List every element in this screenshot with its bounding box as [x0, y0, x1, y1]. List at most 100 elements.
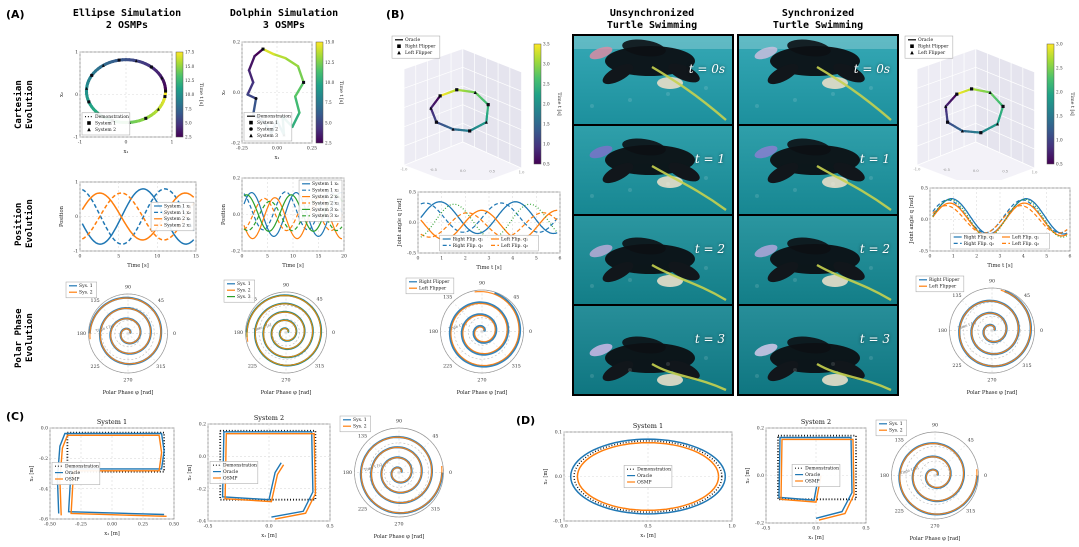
panel-a-col1-title: Ellipse Simulation 2 OSMPs	[72, 8, 182, 31]
svg-text:-0.5: -0.5	[762, 526, 771, 532]
svg-text:1: 1	[440, 256, 443, 262]
svg-text:Left Flipper: Left Flipper	[405, 50, 433, 56]
svg-text:x₂ [m]: x₂ [m]	[745, 468, 751, 484]
svg-text:Polar Phase φ [rad]: Polar Phase φ [rad]	[910, 536, 961, 542]
svg-text:0.5: 0.5	[543, 162, 550, 167]
svg-text:270: 270	[477, 378, 486, 384]
svg-text:Time [s]: Time [s]	[282, 263, 303, 269]
svg-text:6: 6	[559, 256, 562, 262]
svg-text:Right Flip. q₁: Right Flip. q₁	[453, 236, 483, 242]
svg-text:0.25: 0.25	[138, 522, 148, 528]
svg-text:45: 45	[158, 298, 164, 304]
svg-text:System 1 x₂: System 1 x₂	[164, 210, 191, 216]
svg-text:0: 0	[1040, 328, 1043, 334]
frame-time-label: t = 1	[694, 152, 725, 167]
unsynchronized-title: Unsynchronized Turtle Swimming	[606, 8, 698, 31]
svg-text:OSMP: OSMP	[223, 475, 237, 481]
svg-text:7.5: 7.5	[325, 100, 332, 105]
svg-text:315: 315	[512, 363, 521, 369]
svg-text:x₂ [m]: x₂ [m]	[187, 465, 193, 481]
panel-a-col2-title: Dolphin Simulation 3 OSMPs	[229, 8, 339, 31]
svg-text:Oracle: Oracle	[637, 473, 652, 479]
svg-text:0.50: 0.50	[169, 522, 179, 528]
svg-text:0: 0	[332, 330, 335, 336]
svg-text:Demonstration: Demonstration	[805, 466, 839, 472]
svg-text:Time t [s]: Time t [s]	[338, 81, 344, 104]
svg-text:x₁: x₁	[123, 149, 128, 155]
svg-text:Oracle: Oracle	[65, 470, 80, 476]
svg-text:System 2: System 2	[801, 418, 831, 426]
svg-text:-1: -1	[74, 249, 79, 255]
svg-text:0.0: 0.0	[460, 169, 466, 173]
svg-text:0.0: 0.0	[757, 473, 764, 479]
svg-text:2.0: 2.0	[1056, 90, 1063, 95]
svg-text:90: 90	[125, 285, 131, 291]
svg-text:3.0: 3.0	[543, 62, 550, 67]
svg-text:Position: Position	[59, 205, 65, 227]
row-label-cartesian-evolution: Cartesian Evolution	[14, 80, 35, 130]
svg-text:-0.5: -0.5	[919, 249, 928, 255]
svg-text:135: 135	[952, 293, 961, 299]
svg-text:12.5: 12.5	[185, 78, 195, 83]
svg-text:1.0: 1.0	[543, 142, 550, 147]
svg-text:Time t [s]: Time t [s]	[476, 265, 501, 271]
svg-text:0: 0	[75, 214, 78, 220]
svg-text:1.0: 1.0	[728, 524, 735, 530]
svg-text:135: 135	[358, 434, 367, 440]
svg-text:-0.2: -0.2	[231, 141, 240, 147]
svg-text:-0.4: -0.4	[39, 486, 48, 492]
frame-time-label: t = 0s	[688, 62, 725, 77]
svg-text:Polar Phase φ [rad]: Polar Phase φ [rad]	[103, 390, 154, 396]
svg-text:Position: Position	[221, 203, 227, 225]
svg-text:System 2 x₂: System 2 x₂	[164, 223, 191, 229]
svg-text:270: 270	[394, 522, 403, 528]
svg-text:System 1 x₁: System 1 x₁	[164, 203, 191, 209]
svg-text:Oracle: Oracle	[918, 37, 933, 43]
svg-text:Polar Phase φ [rad]: Polar Phase φ [rad]	[967, 390, 1018, 396]
svg-text:315: 315	[966, 509, 975, 515]
svg-text:Time t [s]: Time t [s]	[556, 92, 562, 115]
svg-text:Sys. 1: Sys. 1	[353, 417, 367, 423]
svg-text:System 2 x₂: System 2 x₂	[312, 200, 339, 206]
svg-text:0: 0	[75, 92, 78, 98]
svg-text:OSMP: OSMP	[65, 476, 79, 482]
svg-text:Left Flip. q₂: Left Flip. q₂	[501, 243, 528, 249]
svg-text:225: 225	[443, 363, 452, 369]
svg-text:x₁ [m]: x₁ [m]	[261, 533, 277, 539]
svg-text:-0.50: -0.50	[44, 522, 56, 528]
svg-text:2.5: 2.5	[1056, 66, 1063, 71]
svg-text:5: 5	[1045, 254, 1048, 260]
svg-text:System 1 x₂: System 1 x₂	[312, 188, 339, 194]
frame-time-label: t = 3	[859, 332, 890, 347]
svg-text:10: 10	[290, 254, 296, 260]
svg-text:Sys. 1: Sys. 1	[79, 283, 93, 289]
svg-text:x₁: x₁	[274, 155, 279, 161]
svg-text:3: 3	[999, 254, 1002, 260]
svg-text:Time t [s]: Time t [s]	[900, 465, 920, 476]
svg-text:Demonstration: Demonstration	[65, 464, 99, 470]
svg-text:2.5: 2.5	[543, 82, 550, 87]
svg-text:System 1: System 1	[257, 120, 278, 126]
svg-text:3.0: 3.0	[1056, 42, 1063, 47]
svg-text:System 3 x₁: System 3 x₁	[312, 207, 339, 213]
svg-text:1.5: 1.5	[1056, 114, 1063, 119]
svg-text:0: 0	[417, 256, 420, 262]
svg-text:10.0: 10.0	[185, 92, 195, 97]
photo-frame: t = 1	[574, 126, 732, 214]
svg-text:10.0: 10.0	[325, 80, 335, 85]
svg-text:Sys. 2: Sys. 2	[889, 428, 903, 434]
svg-text:-0.2: -0.2	[197, 486, 206, 492]
svg-text:x₁ [m]: x₁ [m]	[640, 533, 656, 539]
svg-text:0.5: 0.5	[921, 186, 928, 192]
svg-text:-1: -1	[74, 135, 79, 141]
